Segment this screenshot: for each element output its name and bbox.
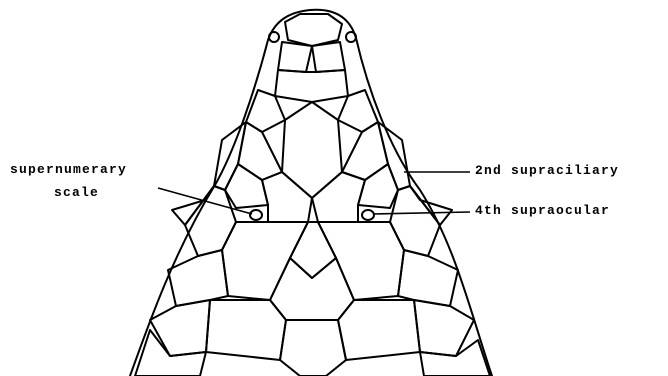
fourth-supraocular-scale — [362, 210, 374, 220]
leader-4th-supraocular — [374, 212, 470, 214]
label-supernumerary-line1: supernumerary — [10, 162, 127, 177]
interparietal-scale — [290, 222, 336, 278]
rostral-scale — [285, 14, 342, 46]
temporal-right-3 — [414, 300, 474, 356]
temporal-left-4 — [135, 330, 206, 376]
head-outline — [130, 10, 492, 376]
nuchal-right — [338, 300, 420, 360]
internasal-left — [278, 42, 312, 72]
label-2nd-supraciliary: 2nd supraciliary — [475, 163, 619, 178]
frontal-scale — [282, 102, 342, 198]
label-4th-supraocular: 4th supraocular — [475, 203, 610, 218]
supernumerary-scale — [250, 210, 262, 220]
internasal-right — [312, 42, 345, 72]
left-nostril — [269, 32, 279, 42]
frontoparietal-right — [312, 172, 365, 222]
supralabial-right — [410, 186, 452, 225]
right-nostril — [346, 32, 356, 42]
temporal-right-4 — [420, 340, 490, 376]
frontoparietal-left — [262, 172, 312, 222]
temporal-left-3 — [150, 300, 210, 356]
frontonasal — [275, 70, 348, 102]
nuchal-center — [280, 320, 346, 376]
supraciliary-right — [378, 122, 410, 190]
supraocular-right-1 — [342, 122, 388, 180]
label-supernumerary-line2: scale — [54, 185, 99, 200]
supralabial-left — [172, 186, 214, 225]
temporal-right-1 — [390, 186, 440, 256]
occipital-scale — [270, 258, 354, 320]
supraocular-left-2 — [225, 164, 268, 208]
parietal-left — [222, 222, 308, 300]
nuchal-left — [206, 300, 286, 360]
temporal-right-2 — [398, 250, 458, 306]
